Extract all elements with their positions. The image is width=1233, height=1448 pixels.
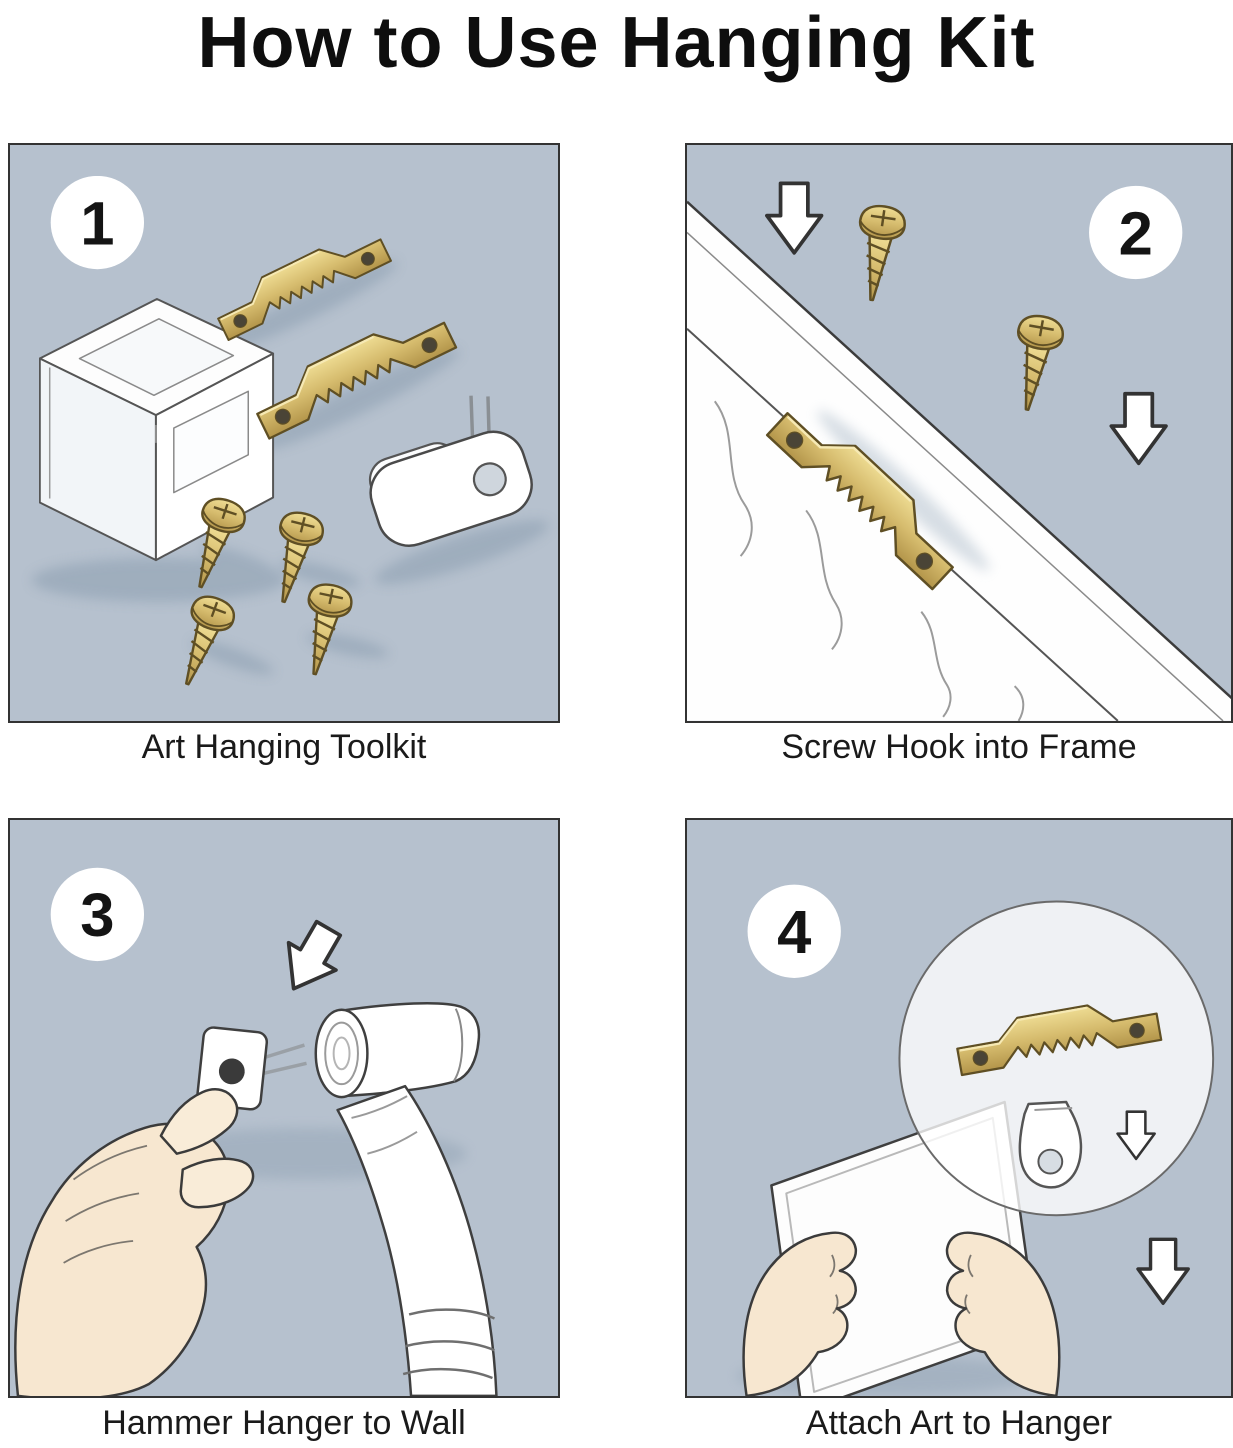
caption-step-4: Attach Art to Hanger	[805, 1404, 1113, 1442]
wood-grain-lines	[714, 400, 1025, 721]
step-badge: 2	[1089, 185, 1183, 280]
soft-shadows	[31, 260, 549, 675]
hand-icon	[742, 1231, 858, 1396]
panel-3-illustration: 3	[14, 867, 498, 1396]
hand-icon	[14, 1088, 255, 1396]
panel-step-4: 4	[685, 818, 1233, 1398]
down-arrow-icon	[1136, 1237, 1190, 1305]
wall-hanger-icon	[368, 395, 533, 547]
hammer-icon	[314, 1002, 498, 1396]
wood-frame-board	[687, 200, 1231, 721]
screw-icon	[292, 579, 356, 680]
down-arrow-icon	[765, 181, 824, 255]
step-badge: 4	[747, 884, 841, 978]
panel-step-2: 2	[685, 143, 1233, 723]
caption-step-3: Hammer Hanger to Wall	[102, 1404, 466, 1442]
screw-icon	[1003, 311, 1067, 415]
down-arrow-icon	[1109, 391, 1168, 466]
panel-2-illustration: 2	[687, 181, 1231, 721]
caption-step-2: Screw Hook into Frame	[781, 728, 1137, 766]
panel-step-3: 3	[8, 818, 560, 1398]
panel-1-illustration: 1	[31, 175, 549, 693]
screw-icon	[165, 590, 240, 693]
wall-hook-icon	[1018, 1100, 1083, 1189]
caption-step-1: Art Hanging Toolkit	[141, 728, 427, 766]
screw-icon	[848, 202, 909, 305]
down-arrow-icon	[268, 912, 354, 1005]
panel-4-illustration: 4	[736, 884, 1215, 1396]
step-number: 2	[1119, 199, 1153, 268]
panel-step-1: 1	[8, 143, 560, 723]
page-title: How to Use Hanging Kit	[197, 3, 1036, 83]
magnifier-circle	[898, 900, 1215, 1217]
hand-icon	[945, 1231, 1061, 1396]
step-number: 1	[80, 189, 114, 258]
storage-box-icon	[38, 297, 275, 562]
step-badge: 3	[50, 867, 145, 962]
step-badge: 1	[50, 175, 145, 270]
step-number: 4	[777, 898, 811, 967]
step-number: 3	[80, 881, 114, 950]
